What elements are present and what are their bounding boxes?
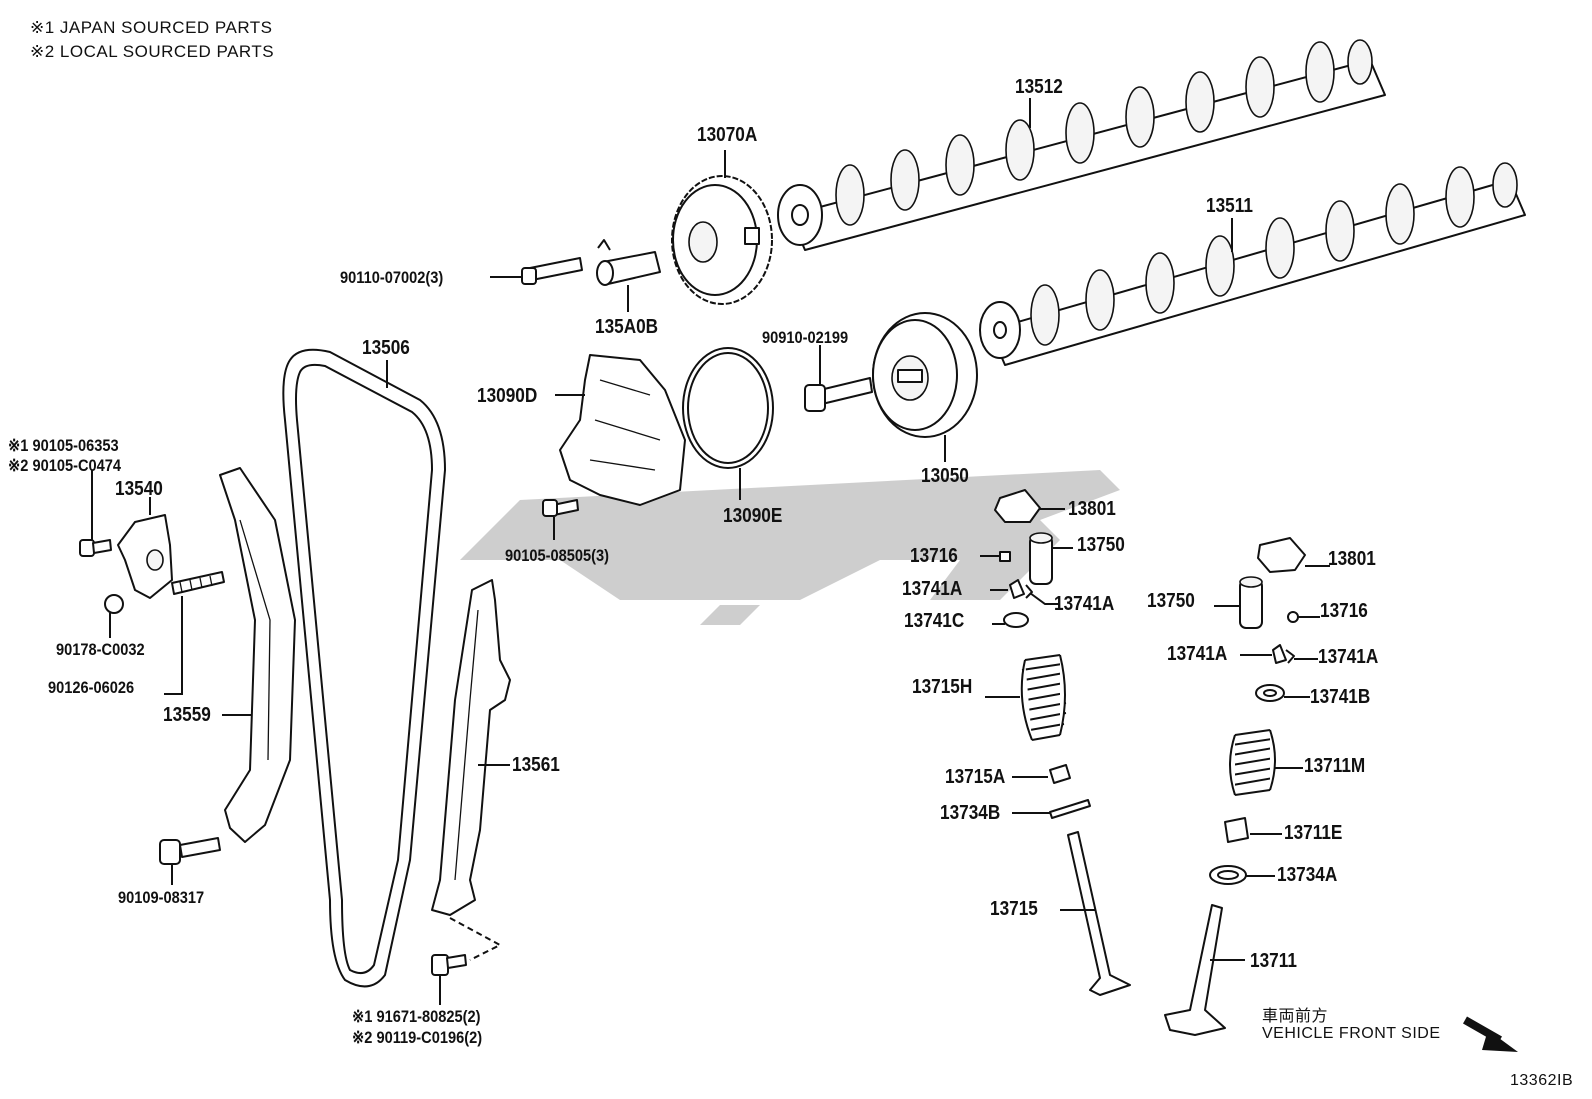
legend-note-2: ※2 LOCAL SOURCED PARTS xyxy=(30,42,275,61)
label-13711M: 13711M xyxy=(1304,755,1366,777)
valve-spring-13715H xyxy=(1020,654,1067,741)
lash-adjuster-13750-b xyxy=(1239,576,1263,629)
figure-code: 13362IB xyxy=(1510,1072,1574,1089)
valve-13711 xyxy=(1164,904,1226,1036)
label-13741A-4: 13741A xyxy=(1318,646,1379,668)
timing-cover-13090D xyxy=(559,354,686,506)
label-90105-C0474: ※2 90105-C0474 xyxy=(8,456,122,475)
camshaft-13512 xyxy=(777,39,1386,251)
rocker-arm-13801-b xyxy=(1257,537,1306,573)
direction-label-en: VEHICLE FRONT SIDE xyxy=(1262,1025,1441,1042)
label-91671-80825: ※1 91671-80825(2) xyxy=(352,1007,481,1026)
stud-90126 xyxy=(171,571,225,595)
vvt-gear-13070A xyxy=(671,175,773,305)
label-13090D: 13090D xyxy=(477,385,538,407)
lash-adjuster-13750 xyxy=(1029,532,1053,585)
oil-control-valve-135A0B xyxy=(596,239,661,286)
bolt-90110 xyxy=(521,257,583,285)
label-90126-06026: 90126-06026 xyxy=(48,678,135,697)
leader-13741Ab xyxy=(1029,592,1060,605)
direction-label-jp: 車両前方 xyxy=(1262,1008,1329,1025)
chain-guide-13561 xyxy=(431,579,511,916)
label-13715: 13715 xyxy=(990,898,1038,920)
label-135A0B: 135A0B xyxy=(595,316,659,338)
label-13716-upper: 13716 xyxy=(910,545,958,567)
label-13734B: 13734B xyxy=(940,802,1001,824)
bolt-90109 xyxy=(159,837,221,865)
bolt-91671 xyxy=(431,954,467,976)
label-13716-lower: 13716 xyxy=(1320,600,1368,622)
tensioner-13540 xyxy=(117,514,173,599)
cap-13716 xyxy=(999,551,1011,562)
label-13715A: 13715A xyxy=(945,766,1006,788)
label-13512: 13512 xyxy=(1015,76,1063,98)
label-13559: 13559 xyxy=(163,704,211,726)
bolt-90105-06353 xyxy=(79,539,112,557)
valve-keeper-13741A-b xyxy=(1272,644,1295,664)
label-90105-06353: ※1 90105-06353 xyxy=(8,436,119,455)
chain-guide-13559 xyxy=(219,467,296,843)
label-90105-08505: 90105-08505(3) xyxy=(505,546,610,565)
label-90119-C0196: ※2 90119-C0196(2) xyxy=(352,1028,483,1047)
watermark-logo xyxy=(460,470,1120,625)
label-13050: 13050 xyxy=(921,465,969,487)
washer-13734B xyxy=(1049,799,1091,819)
label-13711E: 13711E xyxy=(1284,822,1343,844)
bolt-90105-08505 xyxy=(542,499,579,517)
label-13540: 13540 xyxy=(115,478,163,500)
cap-13716-b xyxy=(1287,611,1299,623)
label-13741A-2: 13741A xyxy=(1054,593,1115,615)
label-13070A: 13070A xyxy=(697,124,758,146)
label-13741A-1: 13741A xyxy=(902,578,963,600)
label-90910-02199: 90910-02199 xyxy=(762,328,849,347)
vehicle-front-arrow-icon xyxy=(1463,1016,1518,1052)
label-13715H: 13715H xyxy=(912,676,973,698)
timing-chain-13506 xyxy=(282,348,446,988)
leader-90126 xyxy=(164,596,183,695)
label-13506: 13506 xyxy=(362,337,410,359)
label-90178-C0032: 90178-C0032 xyxy=(56,640,145,659)
dashed-guide xyxy=(449,917,503,961)
valve-keeper-13741A xyxy=(1009,579,1033,599)
nut-90178 xyxy=(104,594,124,614)
label-13734A: 13734A xyxy=(1277,864,1338,886)
label-13711: 13711 xyxy=(1250,950,1297,972)
label-13801-upper: 13801 xyxy=(1068,498,1116,520)
valve-13715 xyxy=(1067,831,1131,996)
vvt-gear-13050 xyxy=(872,312,978,438)
label-13741B: 13741B xyxy=(1310,686,1371,708)
rocker-arm-13801 xyxy=(994,489,1041,523)
label-13801-lower: 13801 xyxy=(1328,548,1376,570)
gasket-13090E xyxy=(682,347,774,469)
label-90110-07002: 90110-07002(3) xyxy=(340,268,444,287)
legend-note-1: ※1 JAPAN SOURCED PARTS xyxy=(30,18,273,37)
label-13511: 13511 xyxy=(1206,195,1253,217)
camshaft-13511 xyxy=(979,162,1526,366)
label-13561: 13561 xyxy=(512,754,560,776)
valve-spring-13711M xyxy=(1229,729,1276,796)
label-13090E: 13090E xyxy=(723,505,783,527)
retainer-13741B xyxy=(1255,684,1285,702)
washer-13734A xyxy=(1209,865,1247,885)
label-13741C: 13741C xyxy=(904,610,965,632)
seal-13711E xyxy=(1224,817,1249,843)
bolt-90910 xyxy=(804,377,873,412)
label-13750-lower: 13750 xyxy=(1147,590,1195,612)
label-13750-upper: 13750 xyxy=(1077,534,1125,556)
label-13741A-3: 13741A xyxy=(1167,643,1228,665)
label-90109-08317: 90109-08317 xyxy=(118,888,205,907)
seal-13715A xyxy=(1049,764,1071,784)
retainer-13741C xyxy=(1003,612,1029,628)
